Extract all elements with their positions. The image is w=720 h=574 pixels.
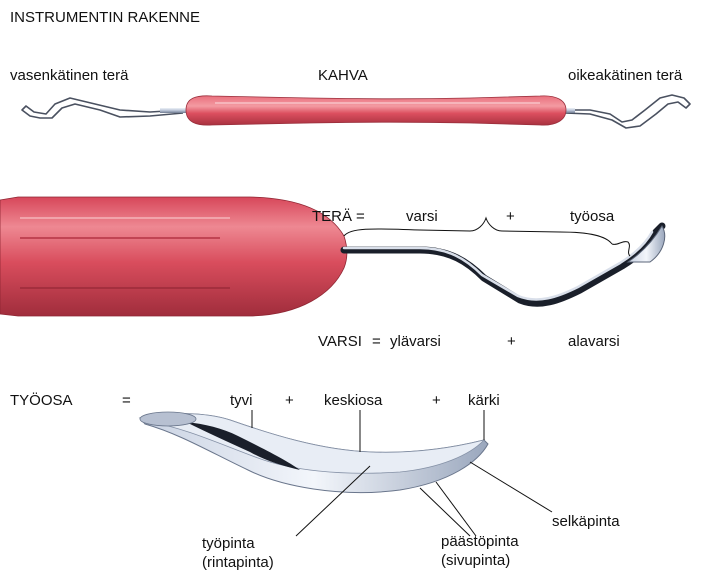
- overview-handle: [186, 96, 566, 125]
- workingend-part-middle: keskiosa: [324, 392, 383, 409]
- blade-part-shank: varsi: [406, 208, 438, 225]
- zoomed-handle: [0, 197, 347, 316]
- workingend-term: TYÖOSA: [10, 391, 73, 409]
- workingend-part-tip: kärki: [468, 392, 500, 409]
- face-label-line2: (rintapinta): [202, 554, 274, 571]
- leader-back: [470, 462, 552, 512]
- shank-equals: =: [372, 333, 381, 350]
- working-end-squiggle: [612, 242, 630, 256]
- back-label: selkäpinta: [552, 513, 620, 530]
- blade-plus: +: [506, 208, 515, 225]
- working-end-detail: TYÖOSA = tyvi + keskiosa + kärki työpint…: [10, 391, 620, 571]
- shank-term: VARSI: [318, 333, 362, 350]
- right-working-end: [565, 95, 690, 128]
- zoomed-instrument: TERÄ = varsi + työosa VARSI = ylävarsi +…: [0, 197, 665, 350]
- instrument-overview: vasenkätinen terä KAHVA oikeakätinen ter…: [10, 67, 690, 128]
- left-shaft: [160, 108, 190, 113]
- right-blade-label: oikeakätinen terä: [568, 67, 683, 84]
- workingend-equals: =: [122, 392, 131, 409]
- workingend-plus-1: +: [285, 392, 294, 409]
- workingend-plus-2: +: [432, 392, 441, 409]
- page-title: INSTRUMENTIN RAKENNE: [10, 9, 200, 26]
- blade-equals: =: [356, 208, 365, 225]
- blade-part-working-end: työosa: [570, 208, 615, 225]
- left-working-end: [22, 98, 183, 118]
- handle-label: KAHVA: [318, 67, 368, 84]
- left-blade-label: vasenkätinen terä: [10, 67, 129, 84]
- blade-heel-end: [140, 412, 196, 426]
- shank-part-upper: ylävarsi: [390, 333, 441, 350]
- lateral-label-line2: (sivupinta): [441, 552, 510, 569]
- zoomed-shank: [344, 226, 662, 303]
- shank-part-lower: alavarsi: [568, 333, 620, 350]
- blade-term: TERÄ: [312, 208, 352, 225]
- leader-lateral-1: [420, 488, 470, 536]
- workingend-part-heel: tyvi: [230, 392, 253, 409]
- face-label-line1: työpinta: [202, 535, 255, 552]
- lateral-label-line1: päästöpinta: [441, 533, 519, 550]
- shank-plus: +: [507, 333, 516, 350]
